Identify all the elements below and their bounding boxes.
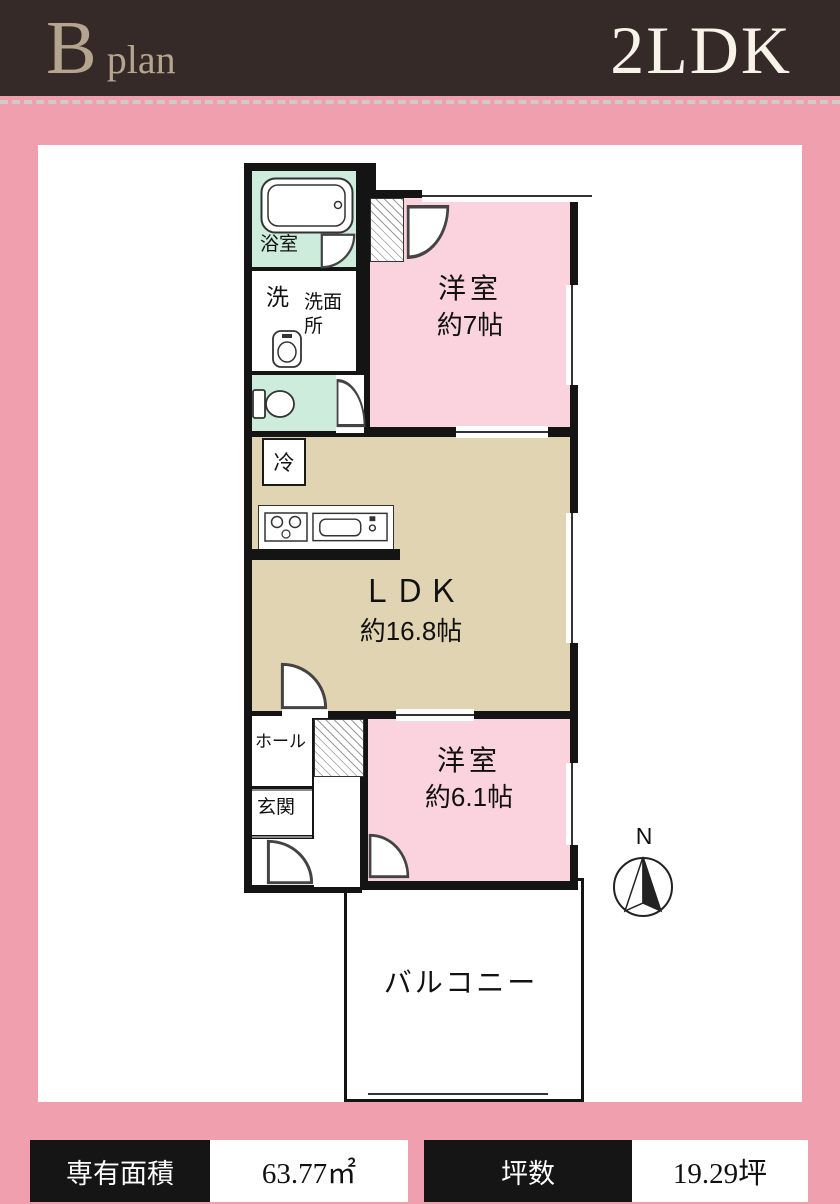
door-ldk (280, 662, 328, 710)
sliding-door-ldk-bedroom2 (396, 709, 474, 721)
washbasin-icon (272, 330, 302, 368)
entrance-label: 玄関 (257, 797, 296, 818)
sink-icon (312, 512, 388, 542)
door-bedroom2 (368, 833, 410, 879)
bathtub-icon (260, 177, 354, 234)
compass-label: N (635, 823, 653, 849)
plan-word: plan (106, 37, 176, 82)
door-bedroom1 (406, 205, 450, 259)
washroom-label: 洗面所 (304, 292, 343, 337)
window-bedroom1-right (566, 285, 578, 385)
compass-icon (613, 856, 673, 917)
laundry-label: 洗 (266, 284, 289, 310)
window-bedroom2-right (566, 763, 578, 845)
toilet-icon (252, 389, 295, 419)
bedroom2-size: 約6.1帖 (424, 782, 514, 812)
bathroom-label: 浴室 (260, 234, 299, 255)
fridge-box: 冷 (262, 438, 306, 486)
door-toilet (336, 378, 366, 428)
window-bedroom1-top (422, 190, 592, 202)
floorplan-panel: 冷 浴室 洗 洗面所 洋室 約7帖 ＬＤＫ 約16.8帖 ホール 玄関 洋室 約… (38, 145, 802, 1102)
bedroom1-size: 約7帖 (436, 310, 504, 340)
tsubo-box: 坪数 19.29坪 (424, 1140, 808, 1202)
bedroom1-label: 洋室 (437, 273, 502, 304)
opening-ldk-hall (282, 709, 328, 718)
balcony-label: バルコニー (383, 967, 539, 998)
stove-icon (264, 512, 308, 542)
window-ldk-right (566, 513, 578, 643)
door-bathroom (320, 233, 356, 269)
dashed-divider (0, 100, 840, 104)
closet-bedroom1 (370, 198, 404, 262)
closet-bedroom2 (314, 719, 364, 777)
fridge-label: 冷 (273, 452, 295, 475)
layout-type: 2LDK (610, 12, 792, 88)
tsubo-label: 坪数 (424, 1140, 632, 1202)
room-entrance (252, 791, 312, 835)
kitchen-half-wall (244, 549, 400, 560)
entrance-step-line (252, 836, 312, 838)
room-hall (252, 716, 312, 786)
door-entrance (266, 839, 314, 885)
plan-letter: B (46, 6, 97, 90)
ldk-size: 約16.8帖 (359, 616, 463, 646)
room-washroom (252, 271, 356, 371)
bedroom2-label: 洋室 (436, 745, 501, 776)
balcony-opening (368, 1089, 548, 1099)
area-box: 専有面積 63.77㎡ (30, 1140, 408, 1202)
header: B plan 2LDK (0, 0, 840, 96)
tsubo-value: 19.29坪 (632, 1140, 808, 1202)
sliding-door-bedroom1-ldk (456, 426, 548, 438)
area-label: 専有面積 (30, 1140, 210, 1202)
ldk-label: ＬＤＫ (361, 574, 461, 609)
hall-label: ホール (255, 732, 306, 751)
area-value: 63.77㎡ (210, 1140, 408, 1202)
hall-step-line (252, 789, 312, 791)
